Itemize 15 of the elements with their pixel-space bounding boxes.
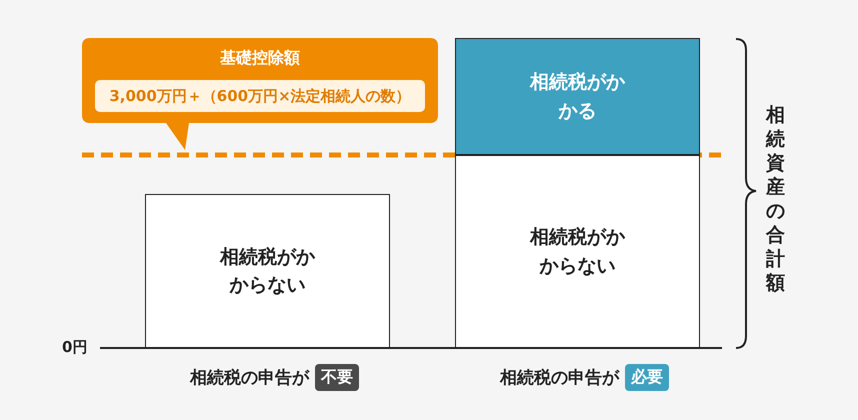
status-badge: 必要 <box>625 364 669 391</box>
axis-zero-label: 0円 <box>62 338 88 357</box>
filing-label: 相続税の申告が <box>500 367 619 389</box>
callout-box <box>82 38 438 152</box>
formula-label: 3,000万円＋（600万円×法定相続人の数） <box>95 80 425 112</box>
area-label: 相続税がかかる <box>528 70 626 124</box>
filing-label: 相続税の申告が <box>190 367 309 389</box>
area-label: 相続税がかからない <box>528 225 626 278</box>
callout-title: 基礎控除額 <box>219 48 301 69</box>
area-label: 相続税がかからない <box>218 244 316 298</box>
untaxed-area <box>455 155 700 348</box>
axis-title: 相続資産の合計額 <box>765 103 786 295</box>
status-badge: 不要 <box>315 364 359 391</box>
untaxed-area <box>145 194 390 348</box>
taxed-area <box>455 38 700 155</box>
